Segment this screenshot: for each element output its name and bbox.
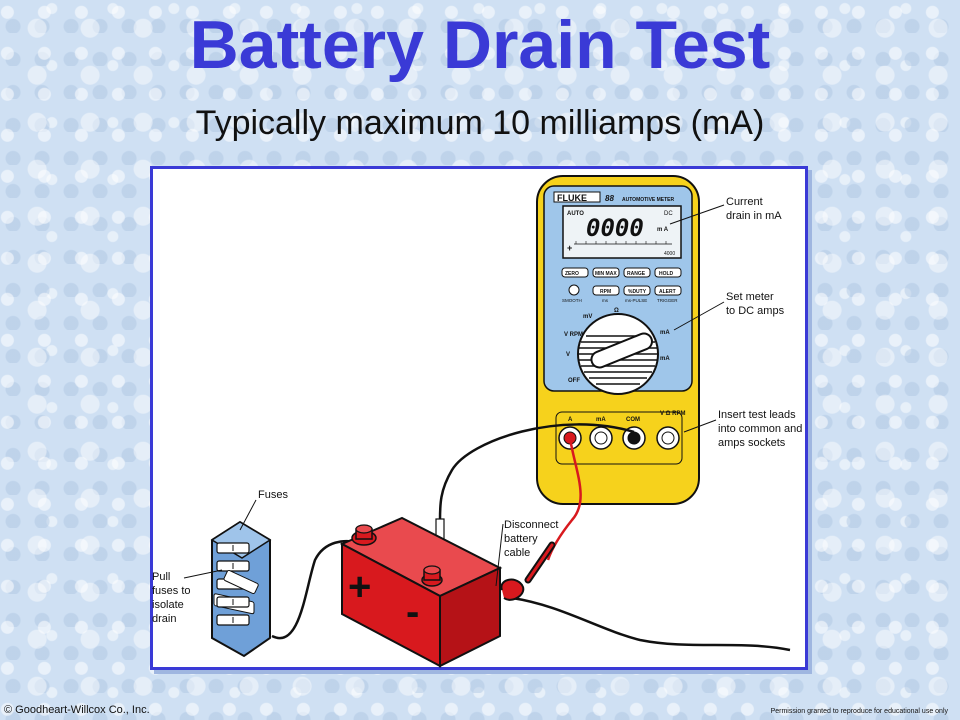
label-disconnect-2: battery bbox=[504, 533, 538, 545]
label-disconnect-3: cable bbox=[504, 547, 530, 559]
btn-alert: ALERT bbox=[659, 289, 676, 295]
slide-subtitle: Typically maximum 10 milliamps (mA) bbox=[195, 104, 765, 142]
btn-duty: %DUTY bbox=[628, 289, 647, 295]
dial-ma: mA bbox=[660, 330, 670, 336]
lcd-auto: AUTO bbox=[567, 211, 584, 217]
battery-plus: + bbox=[348, 565, 371, 609]
label-current-2: drain in mA bbox=[726, 210, 782, 222]
slide-title: Battery Drain Test bbox=[189, 7, 771, 83]
socket-ma bbox=[589, 426, 613, 450]
dial-off: OFF bbox=[568, 378, 580, 384]
sub-mspulse: ms-PULSE bbox=[625, 298, 647, 303]
label-insert-1: Insert test leads bbox=[718, 409, 796, 421]
meter-type: AUTOMOTIVE METER bbox=[622, 197, 675, 203]
label-insert-3: amps sockets bbox=[718, 437, 786, 449]
label-pull-1: Pull bbox=[152, 571, 170, 583]
dial-vrpm: V RPM bbox=[564, 332, 583, 338]
dial-mv: mV bbox=[583, 314, 592, 320]
black-test-lead bbox=[438, 423, 635, 521]
sub-ms: ms bbox=[602, 298, 609, 303]
lcd-display bbox=[562, 205, 682, 259]
socket-label-v: V Ω RPM bbox=[660, 411, 685, 417]
button-row-1: ZERO MIN MAX RANGE HOLD bbox=[561, 267, 682, 278]
btn-minmax: MIN MAX bbox=[595, 271, 617, 277]
btn-rpm: RPM bbox=[600, 289, 611, 295]
lcd-dc: DC bbox=[664, 211, 673, 217]
lcd-reading: 0000 bbox=[586, 214, 644, 242]
car-battery: + - bbox=[339, 516, 503, 668]
positive-cable bbox=[271, 539, 357, 640]
label-disconnect-1: Disconnect bbox=[504, 519, 558, 531]
negative-cable bbox=[511, 596, 791, 652]
label-fuses: Fuses bbox=[258, 489, 288, 501]
socket-label-com: COM bbox=[626, 417, 640, 423]
dial-v: V bbox=[566, 352, 570, 358]
label-pull-2: fuses to bbox=[152, 585, 191, 597]
label-insert-2: into common and bbox=[718, 423, 802, 435]
sub-smooth: SMOOTH bbox=[562, 298, 582, 303]
rotary-dial bbox=[577, 313, 659, 395]
pulled-fuse bbox=[223, 569, 259, 594]
svg-text:+: + bbox=[567, 243, 572, 253]
button-row-2: RPM %DUTY ALERT SMOOTH ms ms-PULSE TRIGG… bbox=[562, 284, 682, 303]
lcd-scale-max: 4000 bbox=[664, 251, 675, 257]
footer-copyright: © Goodheart-Willcox Co., Inc. bbox=[4, 704, 150, 716]
battery-minus: - bbox=[406, 590, 419, 634]
label-pull-3: isolate bbox=[152, 599, 184, 611]
footer-permission: Permission granted to reproduce for educ… bbox=[770, 708, 948, 715]
label-current-1: Current bbox=[726, 196, 763, 208]
svg-text:mA: mA bbox=[660, 356, 670, 362]
label-setmeter-2: to DC amps bbox=[726, 305, 785, 317]
fuse-box bbox=[210, 520, 272, 658]
multimeter: FLUKE 88 AUTOMOTIVE METER AUTO DC 0000 m… bbox=[536, 175, 700, 505]
btn-hold: HOLD bbox=[659, 271, 674, 277]
socket-v bbox=[656, 426, 680, 450]
btn-range: RANGE bbox=[627, 271, 646, 277]
socket-label-ma: mA bbox=[596, 417, 606, 423]
socket-label-a: A bbox=[568, 417, 573, 423]
lcd-unit: m A bbox=[657, 227, 669, 233]
negative-cable-clamp bbox=[500, 578, 525, 601]
meter-model: 88 bbox=[605, 194, 614, 203]
meter-brand: FLUKE bbox=[557, 193, 587, 203]
btn-zero: ZERO bbox=[565, 271, 579, 277]
label-setmeter-1: Set meter bbox=[726, 291, 774, 303]
socket-com bbox=[622, 426, 646, 450]
label-pull-4: drain bbox=[152, 613, 176, 625]
dial-ohm: Ω bbox=[614, 308, 619, 314]
sub-trigger: TRIGGER bbox=[657, 298, 678, 303]
brand-badge bbox=[553, 191, 601, 203]
